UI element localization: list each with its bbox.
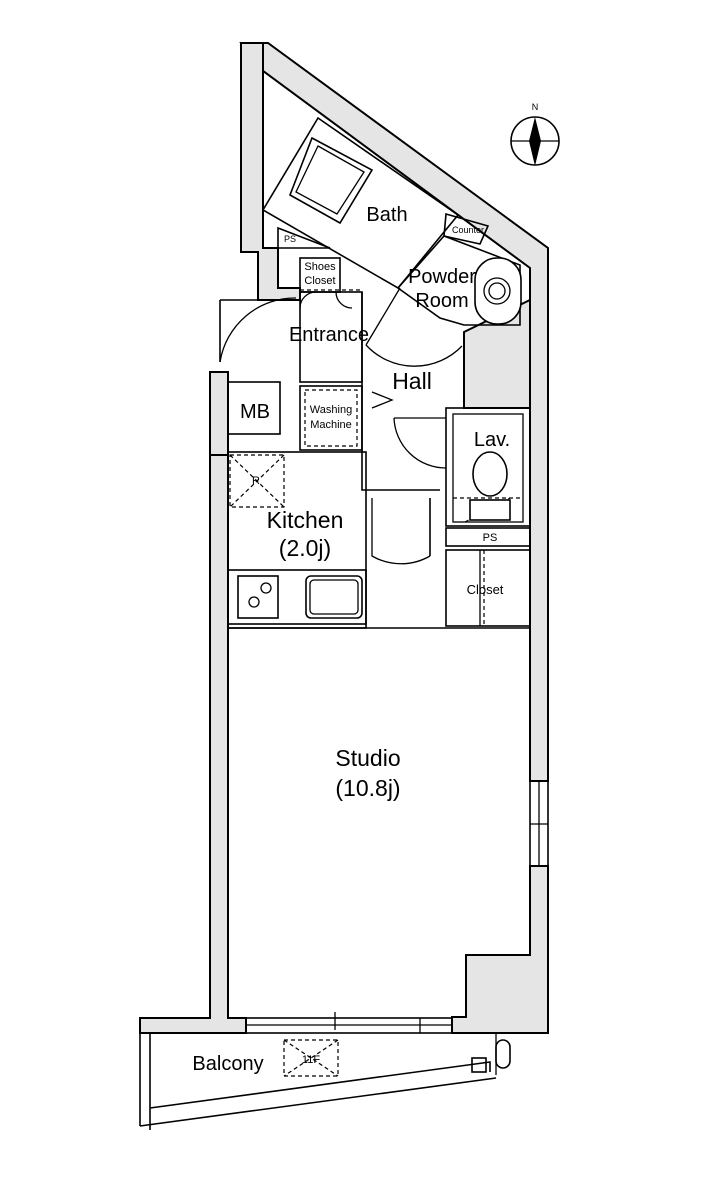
south-window bbox=[245, 1012, 453, 1034]
powder-room: Powder Room bbox=[365, 235, 522, 367]
counter-label: Counter bbox=[452, 225, 484, 235]
sink bbox=[305, 575, 363, 619]
lav-label: Lav. bbox=[474, 429, 510, 451]
north-east-wall bbox=[239, 42, 549, 782]
refrigerator-label: R bbox=[252, 475, 260, 487]
bathtub bbox=[289, 136, 374, 225]
entrance-label: Entrance bbox=[289, 324, 369, 346]
ps-top-label: PS bbox=[284, 234, 296, 244]
entrance: Entrance bbox=[219, 289, 369, 383]
stove bbox=[237, 575, 279, 619]
mb-west-wall bbox=[209, 371, 229, 456]
balcony-label: Balcony bbox=[192, 1053, 263, 1075]
shoes-closet: Shoes Closet bbox=[299, 257, 341, 293]
toilet-tank bbox=[469, 499, 511, 521]
closet: Closet bbox=[445, 549, 531, 627]
lavatory: Lav. bbox=[393, 407, 531, 527]
studio-size-label: (10.8j) bbox=[335, 775, 400, 801]
mb-label: MB bbox=[240, 401, 270, 423]
studio-label: Studio bbox=[335, 745, 400, 771]
north-compass: N bbox=[510, 102, 560, 166]
north-label: N bbox=[532, 102, 539, 112]
kitchen: R Kitchen (2.0j) bbox=[227, 451, 431, 629]
mb: MB bbox=[227, 381, 281, 435]
west-wall bbox=[139, 454, 247, 1034]
floor-mark-label: 11F bbox=[302, 1054, 320, 1066]
washing-machine-label-1: Washing bbox=[310, 404, 352, 416]
floor-mark bbox=[283, 1039, 339, 1077]
washing-machine: Washing Machine bbox=[299, 385, 394, 451]
bath-label: Bath bbox=[366, 204, 407, 226]
ps-top: PS bbox=[277, 226, 331, 249]
kitchen-counter bbox=[227, 569, 367, 625]
hall: Hall bbox=[361, 292, 440, 491]
refrigerator bbox=[229, 454, 285, 508]
powder-room-basin bbox=[474, 257, 522, 325]
outer-walls bbox=[139, 42, 549, 1034]
washing-machine-label-2: Machine bbox=[310, 419, 352, 431]
powder-room-label-1: Powder bbox=[408, 266, 476, 288]
ps-mid: PS bbox=[445, 527, 531, 547]
counter: Counter bbox=[443, 212, 490, 245]
studio: Studio (10.8j) bbox=[228, 627, 549, 867]
shoes-closet-label-2: Closet bbox=[304, 275, 335, 287]
balcony: Balcony 11F bbox=[139, 1033, 511, 1130]
shoes-closet-label-1: Shoes bbox=[304, 261, 336, 273]
toilet-bowl bbox=[472, 451, 508, 497]
closet-label: Closet bbox=[467, 582, 504, 597]
kitchen-size-label: (2.0j) bbox=[279, 535, 331, 561]
hall-label: Hall bbox=[392, 368, 432, 394]
bath-room: Bath bbox=[261, 116, 460, 290]
powder-room-label-2: Room bbox=[415, 290, 468, 312]
south-east-wall bbox=[451, 865, 549, 1034]
ps-mid-label: PS bbox=[483, 532, 498, 544]
kitchen-label: Kitchen bbox=[267, 507, 344, 533]
